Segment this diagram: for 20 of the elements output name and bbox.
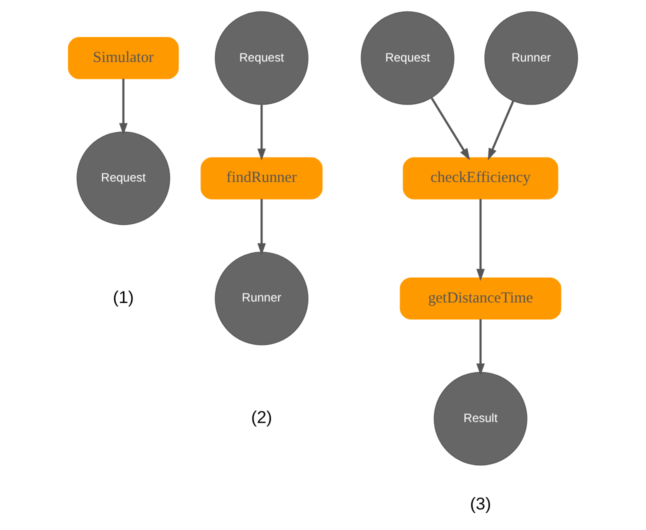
arrow [257, 198, 266, 256]
arrow [119, 78, 128, 136]
arrow [430, 98, 470, 160]
arrow [476, 198, 485, 281]
node-label: (2) [251, 406, 272, 427]
node-circle: Request [360, 11, 454, 105]
node-circle: Runner [214, 252, 308, 346]
node-circle: Request [214, 11, 308, 105]
node-box: getDistanceTime [400, 277, 562, 320]
node-circle: Result [434, 372, 528, 466]
arrow [476, 319, 485, 376]
node-label: (1) [112, 286, 134, 307]
node-box: Simulator [68, 37, 179, 80]
arrow [257, 104, 266, 161]
node-box: checkEfficiency [402, 157, 558, 200]
arrow [488, 100, 514, 160]
node-circle: Runner [484, 11, 578, 105]
node-circle: Request [76, 131, 170, 226]
node-box: findRunner [200, 157, 323, 200]
node-label: (3) [470, 494, 492, 514]
